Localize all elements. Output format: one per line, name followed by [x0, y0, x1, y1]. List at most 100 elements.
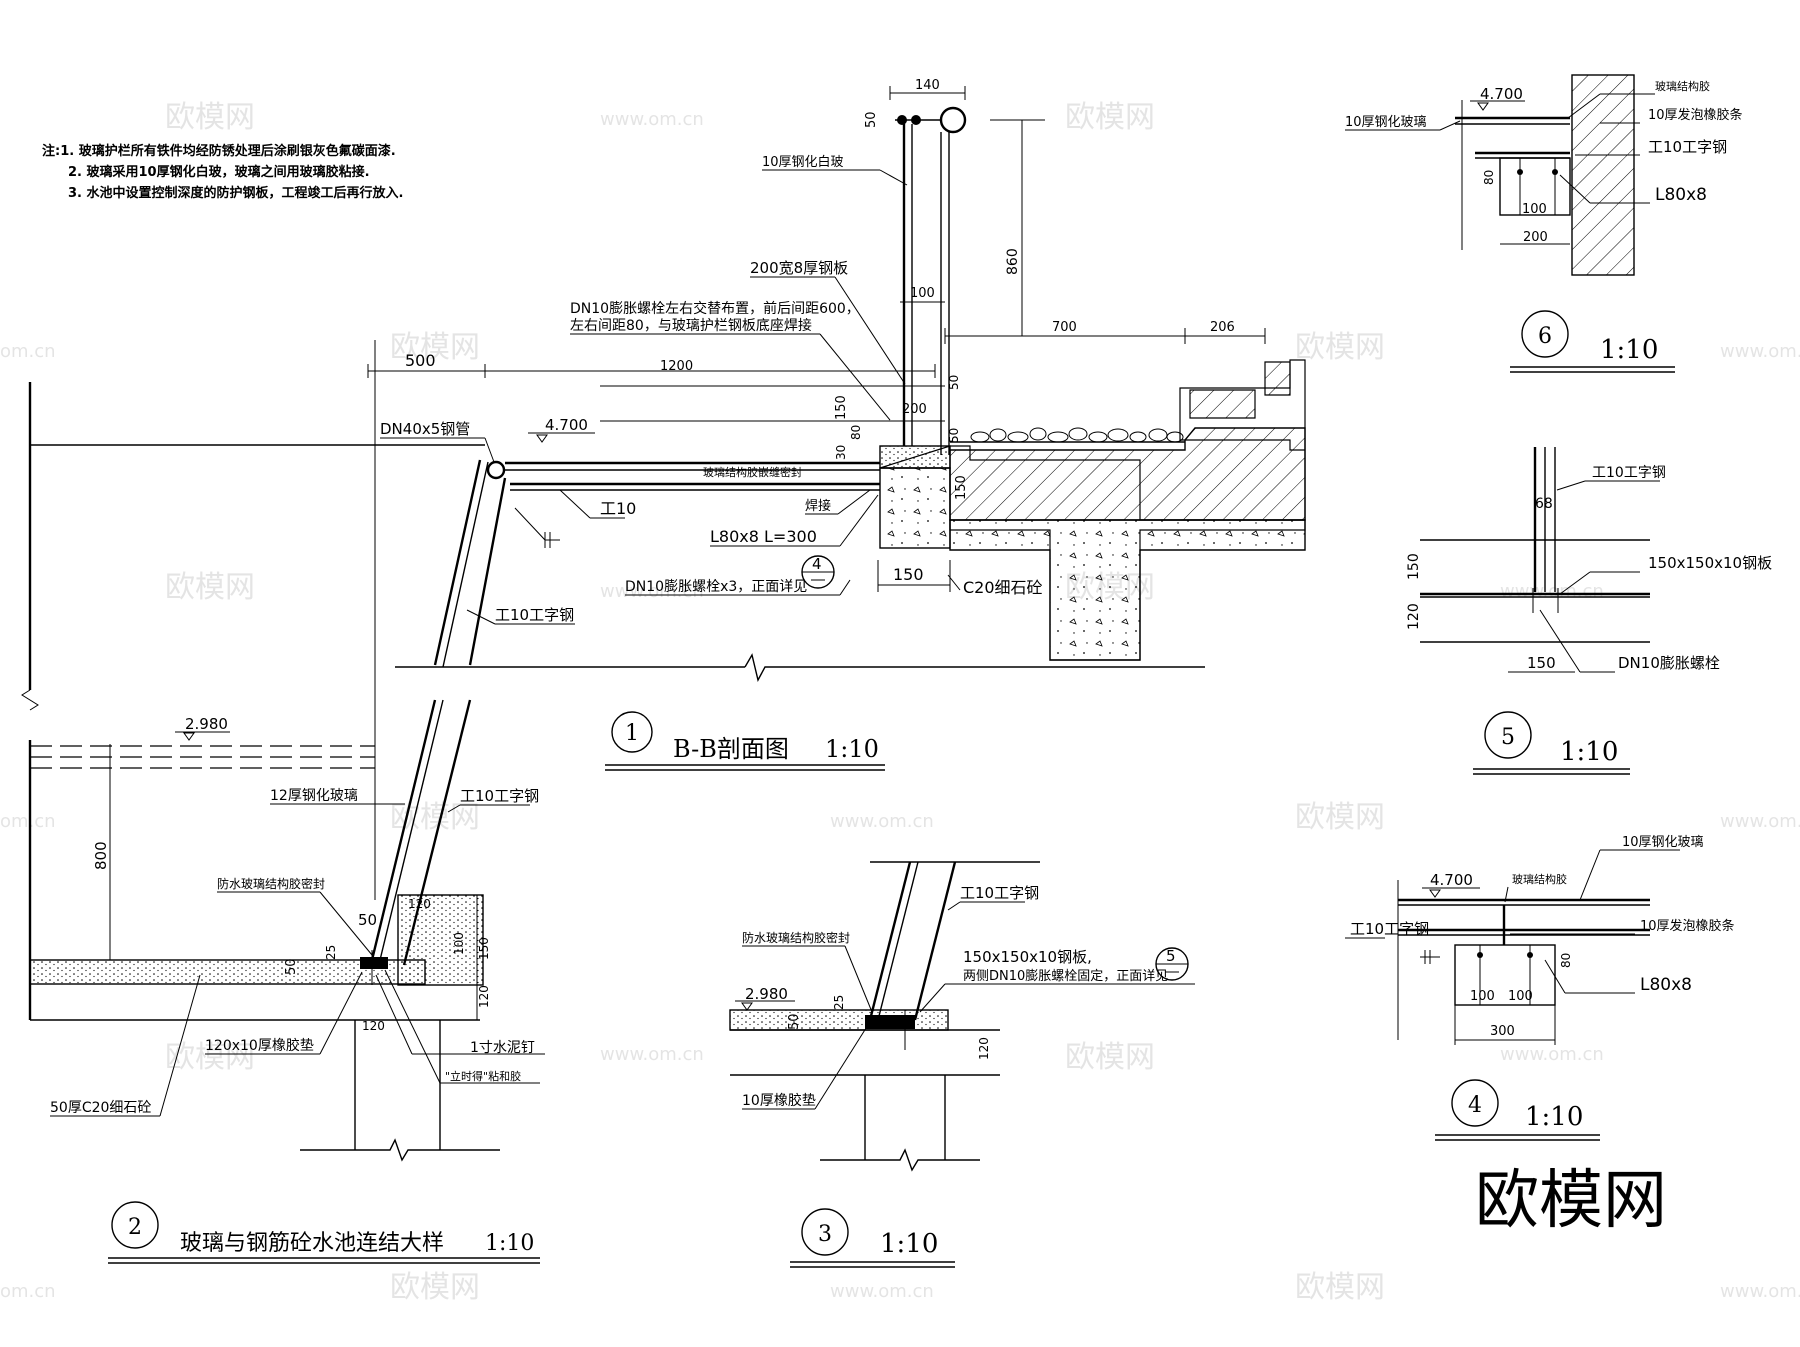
detail-1-number: 1	[625, 721, 639, 746]
dim-100: 100	[910, 286, 935, 301]
dim-50-3: 50	[787, 1013, 802, 1030]
dim-68: 68	[1535, 496, 1553, 512]
dim-120-5: 120	[1406, 603, 1422, 630]
note-line-1: 注:1. 玻璃护栏所有铁件均经防锈处理后涂刷银灰色氟碳面漆.	[42, 143, 396, 159]
label-glass: 10厚钢化白玻	[762, 154, 844, 170]
detail-1-section: 140 50 860 100 10厚钢化白玻 200宽8厚钢板 DN10膨胀螺栓…	[28, 78, 1306, 771]
water-lines	[30, 745, 375, 769]
detail-5-number: 5	[1501, 725, 1515, 750]
detail-1-scale: 1:10	[825, 735, 879, 763]
inclined-glass-upper	[433, 459, 482, 666]
watermark-url: www.om.cn	[1500, 1044, 1604, 1065]
dim-80: 80	[849, 425, 863, 440]
dim-150b-5: 150	[1527, 654, 1556, 672]
detail-6-bubble	[1521, 310, 1569, 358]
watermark-brand: 欧模网	[1295, 330, 1385, 365]
watermark-brand: 欧模网	[390, 330, 480, 365]
detail-3-scale: 1:10	[880, 1229, 938, 1259]
level-4700: 4.700	[545, 416, 588, 434]
detail-2-title: 玻璃与钢筋砼水池连结大样	[180, 1231, 444, 1256]
watermark-url: www.om.cn	[600, 581, 704, 602]
detail-4-scale: 1:10	[1525, 1102, 1583, 1132]
brand-logo: 欧模网	[1475, 1164, 1667, 1238]
watermark-brand: 欧模网	[390, 1270, 480, 1305]
detail-5-scale: 1:10	[1560, 737, 1618, 767]
level-4700-6: 4.700	[1480, 85, 1523, 103]
detail-3-number: 3	[818, 1222, 832, 1247]
dim-150-5: 150	[1406, 553, 1422, 580]
label-glass12: 12厚钢化玻璃	[270, 787, 358, 804]
detail-2-number: 2	[128, 1215, 142, 1240]
ref-number-5: 5	[1166, 947, 1176, 965]
watermark-brand: 欧模网	[390, 800, 480, 835]
dim-150b: 150	[893, 565, 924, 584]
label-pipe: DN40x5钢管	[380, 420, 470, 438]
c20-infill	[879, 467, 951, 549]
label-ibeam4: 工10工字钢	[1350, 920, 1429, 938]
c20-screed	[29, 959, 426, 985]
watermark-brand: 欧模网	[165, 100, 255, 135]
note-line-3: 3. 水池中设置控制深度的防护钢板，工程竣工后再行放入.	[68, 185, 403, 201]
label-pad: 120x10厚橡胶垫	[205, 1037, 314, 1054]
curb-block	[397, 894, 484, 986]
dim-100-2: 100	[452, 932, 466, 955]
dim-206: 206	[1210, 320, 1235, 335]
detail-5: 工10工字钢 68 150x150x10钢板 DN10膨胀螺栓 150 120 …	[1406, 447, 1772, 775]
dim-80-4: 80	[1559, 953, 1573, 968]
label-glue6: 玻璃结构胶	[1655, 79, 1710, 93]
dim-120c: 120	[362, 1019, 385, 1033]
label-plate3: 150x150x10钢板,	[963, 948, 1092, 966]
label-nail: 1寸水泥钉	[470, 1040, 535, 1056]
dim-25: 25	[324, 945, 338, 960]
label-bolt-line2: 左右间距80，与玻璃护栏钢板底座焊接	[570, 317, 812, 334]
detail-4: 4.700 10厚钢化玻璃 玻璃结构胶 工10工字钢 10厚发泡橡胶条 80 1…	[1345, 835, 1735, 1141]
general-notes: 注:1. 玻璃护栏所有铁件均经防锈处理后涂刷银灰色氟碳面漆. 2. 玻璃采用10…	[42, 143, 403, 201]
dim-140: 140	[915, 78, 940, 93]
watermark-url: www.om.cn	[1720, 341, 1800, 362]
watermark-url: www.om.cn	[830, 811, 934, 832]
label-concrete2: 50厚C20细石砼	[50, 1100, 151, 1116]
watermark-domain: om.cn	[0, 1281, 56, 1302]
label-foam6: 10厚发泡橡胶条	[1648, 107, 1743, 123]
detail-4-bubble	[1451, 1079, 1499, 1127]
label-ibeam2: 工10工字钢	[460, 787, 539, 805]
label-angle4: L80x8	[1640, 975, 1692, 995]
steel-plate-3	[865, 1015, 915, 1029]
dim-100-6: 100	[1522, 202, 1547, 217]
watermark-brand: 欧模网	[1295, 800, 1385, 835]
label-ibeam6: 工10工字钢	[1648, 138, 1727, 156]
label-glass6: 10厚钢化玻璃	[1345, 115, 1427, 130]
watermark-url: www.om.cn	[1720, 811, 1800, 832]
glass-3	[868, 861, 912, 1021]
label-bolt-line1: DN10膨胀螺栓左右交替布置，前后间距600，	[570, 300, 860, 317]
watermark-url: www.om.cn	[600, 1044, 704, 1065]
watermark-brand: 欧模网	[1065, 100, 1155, 135]
dim-150: 150	[834, 395, 849, 420]
dim-50b: 50	[947, 375, 961, 390]
rubber-pad	[360, 957, 388, 969]
dim-860: 860	[1005, 248, 1021, 275]
watermark-url: www.om.cn	[600, 109, 704, 130]
label-angle: L80x8 L=300	[710, 527, 817, 546]
screed-3	[729, 1009, 949, 1031]
dim-25-3: 25	[832, 995, 846, 1010]
detail-3-bubble	[801, 1208, 849, 1256]
detail-5-bubble	[1484, 711, 1532, 759]
detail-3: 工10工字钢 防水玻璃结构胶密封 150x150x10钢板, 两侧DN10膨胀螺…	[729, 861, 1195, 1268]
watermark-domain: om.cn	[0, 811, 56, 832]
dim-800: 800	[92, 841, 110, 870]
dim-200: 200	[902, 402, 927, 417]
detail-6-number: 6	[1538, 324, 1552, 349]
dim-100a-4: 100	[1470, 989, 1495, 1004]
dim-120b: 120	[477, 985, 491, 1008]
watermark-brand: 欧模网	[1295, 1270, 1385, 1305]
watermark-url: www.om.cn	[1720, 1281, 1800, 1302]
detail-4-number: 4	[1468, 1093, 1482, 1118]
watermark-domain: om.cn	[0, 341, 56, 362]
watermark-url: www.om.cn	[1500, 581, 1604, 602]
dim-50b-2: 50	[284, 958, 299, 975]
dim-50: 50	[864, 111, 879, 128]
dim-700: 700	[1052, 320, 1077, 335]
label-weld: 焊接	[805, 498, 831, 514]
